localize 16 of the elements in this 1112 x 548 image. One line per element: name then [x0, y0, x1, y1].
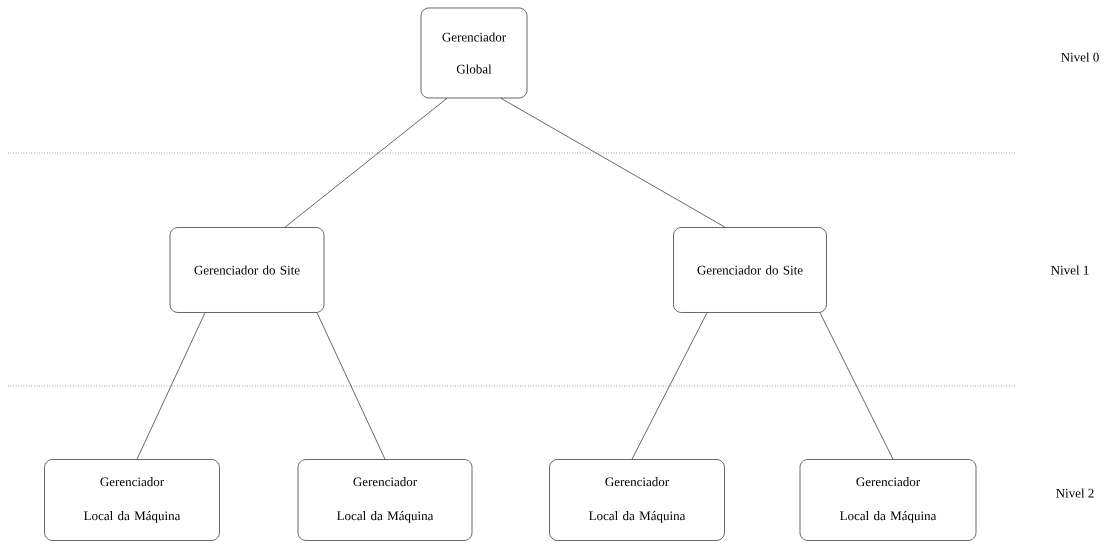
- connector-line: [316, 312, 386, 460]
- level-label: Nivel 0: [1061, 52, 1099, 62]
- connector-line: [136, 312, 206, 460]
- level-label: Nivel 1: [1051, 265, 1089, 275]
- connector-line: [500, 98, 726, 228]
- connector-line: [284, 98, 448, 228]
- manager-box: Gerenciador Global: [420, 7, 528, 99]
- connector-line: [819, 312, 894, 460]
- connector-line: [631, 312, 708, 460]
- manager-box: Gerenciador Local da Máquina: [549, 459, 725, 541]
- manager-box: Gerenciador Local da Máquina: [44, 459, 220, 541]
- manager-box: Gerenciador do Site: [673, 227, 827, 313]
- manager-box: Gerenciador do Site: [169, 227, 325, 313]
- level-label: Nivel 2: [1056, 488, 1094, 498]
- manager-box: Gerenciador Local da Máquina: [297, 459, 473, 541]
- manager-box: Gerenciador Local da Máquina: [799, 459, 977, 541]
